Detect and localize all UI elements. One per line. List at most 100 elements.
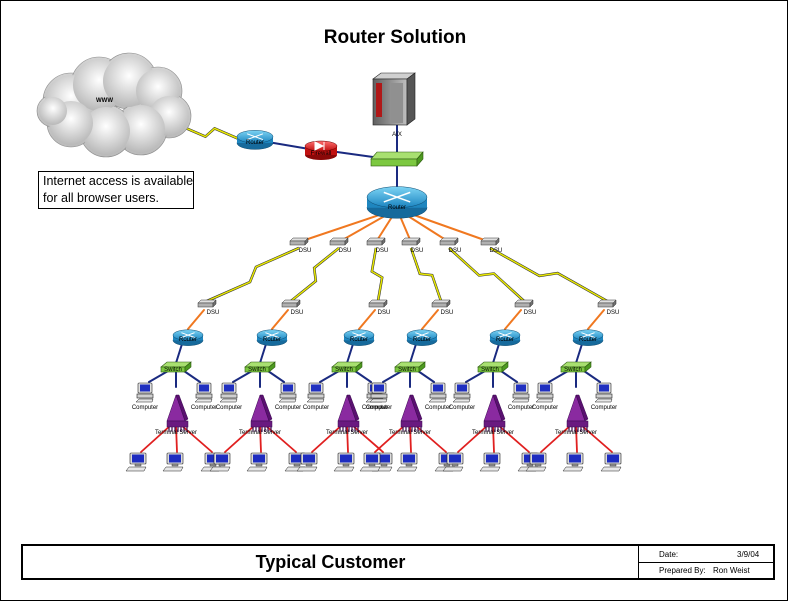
branch-switch-1-label: Switch xyxy=(164,367,182,373)
terminal-a-3 xyxy=(296,452,318,472)
computer-b-2 xyxy=(278,382,297,403)
link-switch-pc-b-3 xyxy=(354,370,372,383)
computer-b-1 xyxy=(194,382,213,403)
prepared-label: Prepared By: xyxy=(659,566,706,575)
internet-router-arrows-icon xyxy=(246,133,264,141)
terminal-b-6-screen xyxy=(569,454,581,463)
computer-a-2-screen xyxy=(224,384,234,392)
computer-b-2-screen xyxy=(283,384,293,392)
computer-b-5-label: Computer xyxy=(508,405,534,411)
link-dsu-router-1 xyxy=(187,309,205,330)
title-block-meta: Date: 3/9/04 Prepared By: Ron Weist xyxy=(639,546,773,578)
link-firewall-switch xyxy=(336,151,374,158)
internet-router xyxy=(236,130,274,150)
terminal-b-4-screen xyxy=(403,454,415,463)
branch-router-4-arrows-icon xyxy=(415,332,429,338)
computer-a-1-screen xyxy=(140,384,150,392)
computer-a-5 xyxy=(452,382,471,403)
computer-a-6 xyxy=(535,382,554,403)
terminal-a-1-screen xyxy=(132,454,144,463)
branch-router-6 xyxy=(572,329,604,346)
link-ts-term-b-6 xyxy=(575,424,578,453)
terminal-b-6 xyxy=(562,452,584,472)
terminal-b-2-screen xyxy=(253,454,265,463)
branch-switch-1 xyxy=(160,361,192,373)
terminal-b-4 xyxy=(396,452,418,472)
dsu-top-4-label: DSU xyxy=(411,248,424,254)
link-router-switch-1 xyxy=(175,343,183,364)
terminal-a-2-screen xyxy=(216,454,228,463)
branch-router-1-arrows-icon xyxy=(181,332,195,338)
link-switch-pc-b-2 xyxy=(267,370,285,383)
branch-router-3 xyxy=(343,329,375,346)
branch-router-6-label: Router xyxy=(579,337,597,343)
dsu-top-5-label: DSU xyxy=(449,248,462,254)
terminal-server-3 xyxy=(337,394,360,432)
branch-router-4-label: Router xyxy=(413,337,431,343)
branch-switch-4 xyxy=(394,361,426,373)
branch-router-5 xyxy=(489,329,521,346)
internet-router-label: Router xyxy=(246,140,264,146)
branch-switch-4-label: Switch xyxy=(398,367,416,373)
date-label: Date: xyxy=(659,550,679,559)
branch-router-3-arrows-icon xyxy=(352,332,366,338)
dsu-top-1-label: DSU xyxy=(299,248,312,254)
branch-switch-6-label: Switch xyxy=(564,367,582,373)
branch-router-6-arrows-icon xyxy=(581,332,595,338)
link-dsu-router-2 xyxy=(271,309,289,330)
link-router-switch-5 xyxy=(492,343,500,364)
terminal-b-3-screen xyxy=(340,454,352,463)
link-switch-pc-b-1 xyxy=(183,370,201,383)
terminal-server-2 xyxy=(250,394,273,432)
computer-b-4 xyxy=(428,382,447,403)
branch-router-5-label: Router xyxy=(496,337,514,343)
core-router-arrows-icon xyxy=(383,191,411,203)
link-switch-pc-a-5 xyxy=(465,370,486,383)
terminal-server-4-label: Terminal Server xyxy=(389,430,431,436)
link-dsu-router-5 xyxy=(504,309,522,330)
computer-a-1 xyxy=(135,382,154,403)
terminal-a-6 xyxy=(525,452,547,472)
branch-router-2-label: Router xyxy=(263,337,281,343)
dsu-top-1 xyxy=(289,237,309,246)
branch-switch-5 xyxy=(477,361,509,373)
computer-a-6-label: Computer xyxy=(532,405,558,411)
link-ts-term-b-1 xyxy=(175,424,178,453)
link-ts-term-a-5 xyxy=(457,424,489,453)
terminal-server-1-label: Terminal Server xyxy=(155,430,197,436)
core-router xyxy=(366,186,428,219)
terminal-a-5-screen xyxy=(449,454,461,463)
dsu-bottom-5-label: DSU xyxy=(524,310,537,316)
computer-b-4-label: Computer xyxy=(425,405,451,411)
terminal-b-1-screen xyxy=(169,454,181,463)
link-dsu-router-3 xyxy=(358,309,376,330)
terminal-a-3-screen xyxy=(303,454,315,463)
links-layer xyxy=(140,122,613,453)
computer-a-1-label: Computer xyxy=(132,405,158,411)
computer-a-5-label: Computer xyxy=(449,405,475,411)
terminal-b-3 xyxy=(333,452,355,472)
branch-switch-2-label: Switch xyxy=(248,367,266,373)
computer-b-6-label: Computer xyxy=(591,405,617,411)
link-ts-term-b-2 xyxy=(259,424,262,453)
terminal-server-6-label: Terminal Server xyxy=(555,430,597,436)
branch-router-5-arrows-icon xyxy=(498,332,512,338)
link-ts-term-b-4 xyxy=(409,424,412,453)
terminal-server-3-label: Terminal Server xyxy=(326,430,368,436)
dsu-bottom-5 xyxy=(514,299,534,308)
link-switch-pc-a-1 xyxy=(148,370,169,383)
link-router-switch-6 xyxy=(575,343,583,364)
branch-router-1 xyxy=(172,329,204,346)
dsu-bottom-4-label: DSU xyxy=(441,310,454,316)
computer-b-4-screen xyxy=(433,384,443,392)
terminal-c-2-screen xyxy=(291,454,303,463)
link-ts-term-a-2 xyxy=(224,424,256,453)
server-stripe xyxy=(376,83,382,117)
computer-a-4-label: Computer xyxy=(366,405,392,411)
branch-router-2 xyxy=(256,329,288,346)
terminal-server-5 xyxy=(483,394,506,432)
terminal-c-6 xyxy=(600,452,622,472)
branch-router-1-label: Router xyxy=(179,337,197,343)
internet-cloud xyxy=(36,52,192,158)
